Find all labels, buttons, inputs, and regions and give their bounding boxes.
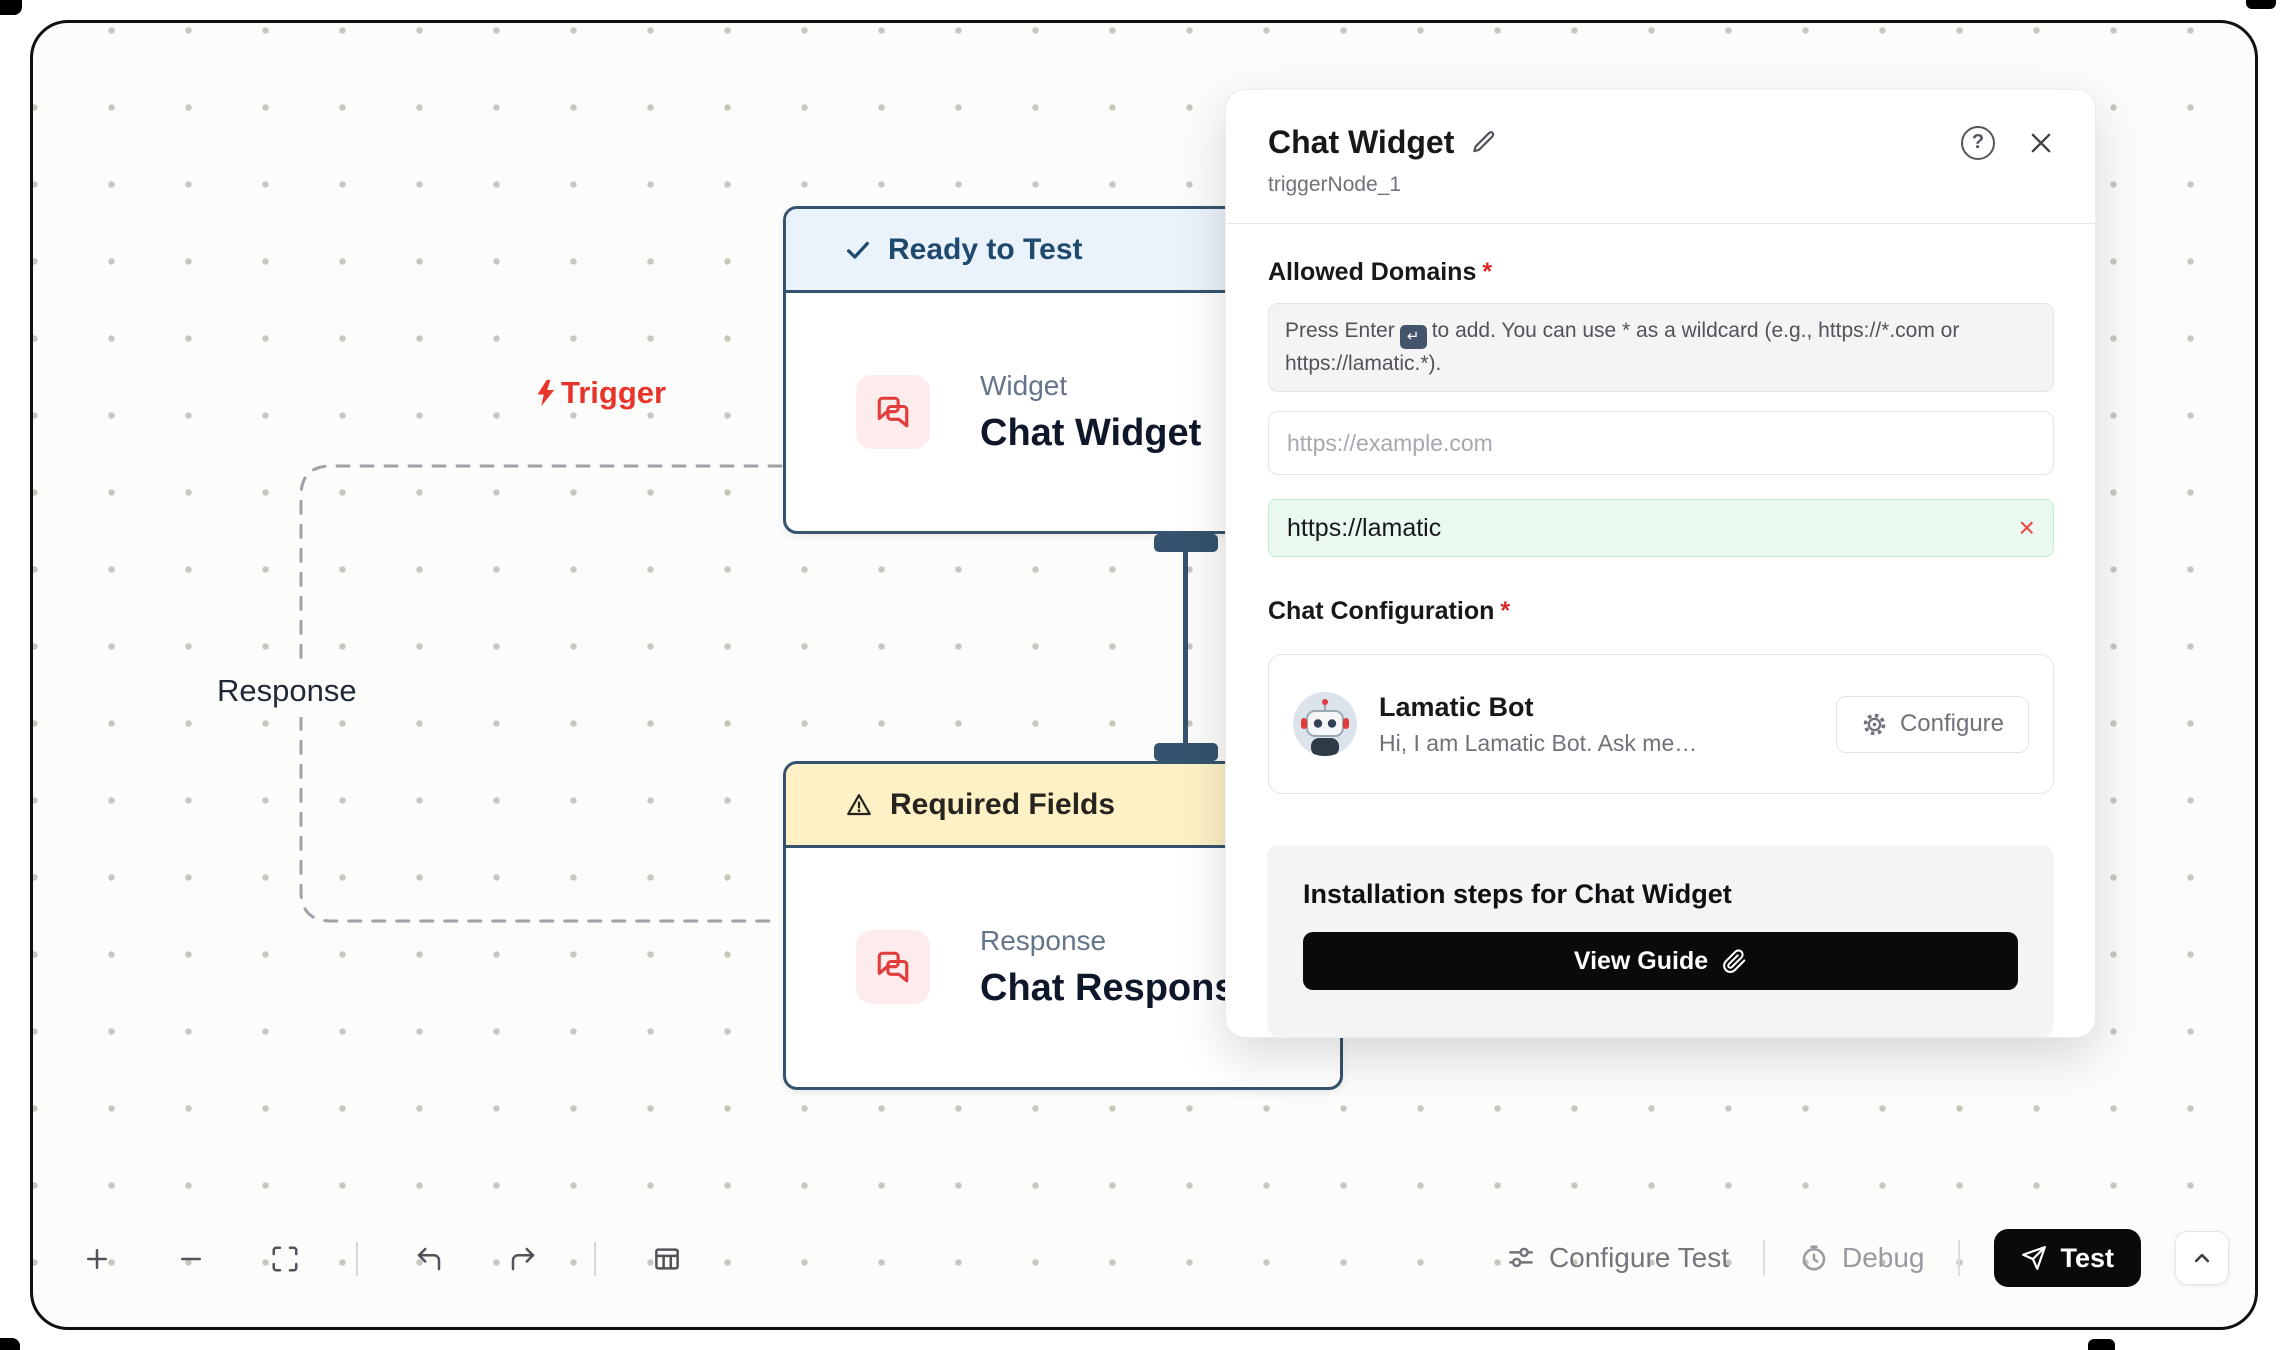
node-type-label: Response: [980, 924, 1107, 956]
allowed-domains-label: Allowed Domains*: [1268, 258, 1493, 286]
node-type-label: Widget: [980, 369, 1068, 401]
edit-title-icon[interactable]: [1470, 129, 1497, 156]
response-edge-label: Response: [201, 665, 373, 717]
toolbar-divider: [356, 1242, 358, 1276]
robot-avatar-icon: [1293, 692, 1357, 757]
node-title: Chat Response: [980, 966, 1257, 1009]
send-icon: [2022, 1246, 2047, 1270]
redo-icon: [511, 1247, 535, 1271]
redo-button[interactable]: [500, 1236, 546, 1282]
minus-icon: [181, 1257, 201, 1261]
node-status-text: Ready to Test: [888, 232, 1083, 266]
fit-view-button[interactable]: [262, 1236, 308, 1282]
trigger-edge-label-text: Trigger: [561, 375, 667, 410]
undo-button[interactable]: [406, 1236, 452, 1282]
check-icon: [847, 241, 869, 259]
close-panel-button[interactable]: [2027, 129, 2055, 157]
node-id-label: triggerNode_1: [1268, 173, 1402, 196]
canvas-toolbar: [74, 1236, 690, 1282]
zoom-out-button[interactable]: [168, 1236, 214, 1282]
domain-chip-value: https://lamatic: [1287, 513, 1442, 542]
undo-icon: [417, 1247, 441, 1271]
collapse-panel-button[interactable]: [2175, 1231, 2229, 1285]
paperclip-icon: [1723, 948, 1746, 973]
warning-icon: [847, 793, 871, 815]
installation-section: Installation steps for Chat Widget View …: [1267, 845, 2054, 1037]
required-marker: *: [1482, 258, 1493, 286]
connection-edge: [1183, 552, 1188, 743]
node-config-panel: Chat Widget ?: [1225, 89, 2096, 1038]
node-body: Widget Chat Widget: [786, 293, 1340, 531]
panel-header: Chat Widget ?: [1226, 90, 2095, 224]
corner-artifact: [0, 0, 22, 15]
view-guide-label: View Guide: [1573, 946, 1709, 975]
toolbar-divider: [594, 1242, 596, 1276]
debug-label: Debug: [1841, 1242, 1925, 1273]
chat-configuration-label: Chat Configuration*: [1268, 597, 1511, 626]
corner-artifact: [2088, 1339, 2115, 1350]
help-glyph: ?: [1971, 131, 1985, 153]
sliders-icon: [1509, 1247, 1533, 1268]
timer-icon: [1802, 1245, 1826, 1271]
close-icon: [2031, 133, 2051, 152]
chip-remove-button[interactable]: ×: [2018, 512, 2035, 544]
node-body: Response Chat Response: [786, 848, 1340, 1086]
installation-heading: Installation steps for Chat Widget: [1303, 879, 1732, 909]
required-marker: *: [1500, 597, 1511, 626]
allowed-domains-hint: Press Enter↵to add. You can use * as a w…: [1268, 303, 2054, 393]
node-status-text: Required Fields: [890, 787, 1116, 821]
view-guide-button[interactable]: View Guide: [1303, 932, 2018, 990]
configure-test-label: Configure Test: [1548, 1242, 1729, 1273]
footer-actions: Configure Test Debug Test: [1506, 1229, 2229, 1287]
actions-divider: [1762, 1240, 1765, 1276]
response-edge-label-text: Response: [217, 673, 357, 708]
lightning-bolt-icon: [537, 379, 555, 407]
fit-view-icon: [272, 1246, 298, 1272]
test-button-label: Test: [2060, 1242, 2114, 1273]
data-table-button[interactable]: [644, 1236, 690, 1282]
debug-button[interactable]: Debug: [1799, 1242, 1925, 1274]
actions-divider: [1958, 1240, 1961, 1276]
domain-chip[interactable]: https://lamatic ×: [1268, 499, 2054, 558]
configure-bot-label: Configure: [1899, 710, 2004, 738]
flow-canvas[interactable]: Trigger Response Ready to Test: [30, 20, 2258, 1330]
corner-artifact: [2246, 0, 2276, 9]
enter-key-icon: ↵: [1399, 324, 1427, 349]
panel-body: Allowed Domains* Press Enter↵to add. You…: [1226, 224, 2095, 795]
gear-icon: [1863, 713, 1886, 736]
chevron-up-icon: [2194, 1253, 2210, 1263]
connection-handle-target[interactable]: [1154, 743, 1218, 761]
domain-input[interactable]: [1268, 411, 2054, 476]
help-button[interactable]: ?: [1961, 125, 1995, 160]
configure-test-button[interactable]: Configure Test: [1506, 1242, 1729, 1274]
chat-bubbles-icon: [856, 930, 930, 1004]
node-title: Chat Widget: [980, 411, 1202, 454]
corner-artifact: [0, 1338, 20, 1350]
connection-handle-source[interactable]: [1154, 534, 1218, 552]
bot-name: Lamatic Bot: [1379, 691, 1534, 722]
configure-bot-button[interactable]: Configure: [1835, 695, 2029, 753]
bot-config-card: Lamatic Bot Hi, I am Lamatic Bot. Ask me…: [1268, 654, 2054, 795]
bot-avatar: [1293, 692, 1357, 757]
plus-icon: [87, 1249, 107, 1269]
zoom-in-button[interactable]: [74, 1236, 120, 1282]
trigger-edge-label: Trigger: [531, 375, 666, 411]
test-button[interactable]: Test: [1994, 1229, 2141, 1287]
data-table-icon: [655, 1248, 679, 1270]
chat-bubbles-icon: [856, 375, 930, 449]
panel-title: Chat Widget: [1268, 124, 1455, 160]
bot-description: Hi, I am Lamatic Bot. Ask me…: [1379, 729, 1698, 756]
